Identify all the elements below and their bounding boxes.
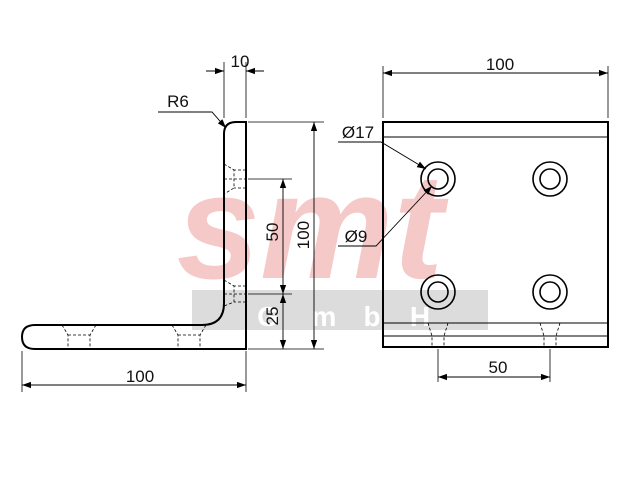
hole-leader: [338, 185, 433, 247]
label-hole-diameter: Ø9: [345, 227, 368, 246]
side-profile-outline: [20, 121, 247, 350]
watermark-letter-g: G: [257, 301, 279, 332]
label-length: 100: [126, 367, 154, 386]
hole-top-right: [532, 161, 568, 197]
radius-leader: [158, 111, 227, 129]
watermark-logo: smt: [177, 142, 450, 310]
hole-top-left: [420, 161, 456, 197]
hole-bottom-left: [420, 274, 456, 310]
label-height: 100: [294, 221, 313, 249]
label-hole-offset: 25: [263, 307, 282, 326]
watermark-letter-m: m: [312, 301, 337, 332]
front-dimension-lines: [338, 69, 608, 381]
left-hole-hidden: [61, 324, 97, 349]
right-hole-hidden: [171, 324, 207, 349]
counterbore-leader: [338, 141, 427, 170]
label-front-hole-spacing: 50: [489, 358, 508, 377]
label-width: 100: [486, 55, 514, 74]
watermark-letter-b: b: [363, 301, 380, 332]
vertical-leg-holes: [223, 163, 246, 307]
side-dimension-lines: [22, 67, 318, 389]
mounting-holes: [420, 161, 568, 310]
front-view: [338, 66, 609, 382]
label-radius: R6: [167, 92, 189, 111]
label-thickness: 10: [231, 52, 250, 71]
watermark-letter-h: H: [410, 301, 430, 332]
front-bottom-hole-hidden: [427, 322, 561, 347]
hole-bottom-right: [532, 274, 568, 310]
side-view: [20, 62, 324, 392]
label-hole-spacing: 50: [263, 223, 282, 242]
label-counterbore: Ø17: [342, 123, 374, 142]
front-plate-outline: [382, 121, 609, 348]
lower-hole-hidden: [223, 279, 246, 307]
horizontal-leg-holes: [61, 324, 207, 349]
